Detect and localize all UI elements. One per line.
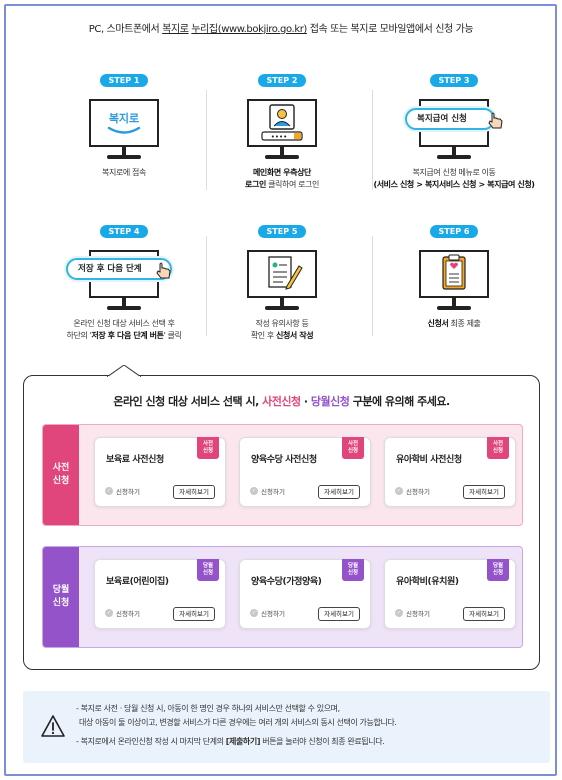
notice-title: 온라인 신청 대상 서비스 선택 시, 사전신청 · 당월신청 구분에 유의해 … <box>113 395 450 408</box>
step-1: STEP 1 복지로 복지로에 접속 <box>40 68 208 179</box>
apply-link[interactable]: ✓신청하기 <box>105 487 140 496</box>
step-6-caption-bold: 신청서 <box>427 319 449 328</box>
check-icon: ✓ <box>105 487 113 495</box>
warning-icon <box>41 715 65 737</box>
detail-button[interactable]: 자세히보기 <box>463 607 505 621</box>
step-4-label: STEP 4 <box>99 225 149 238</box>
check-icon: ✓ <box>250 487 258 495</box>
apply-link[interactable]: ✓신청하기 <box>395 609 430 618</box>
apply-link[interactable]: ✓신청하기 <box>250 609 285 618</box>
card-title: 유아학비(유치원) <box>396 577 459 587</box>
step-1-label: STEP 1 <box>99 74 149 87</box>
step-2-caption-bold: 로그인 <box>245 180 266 189</box>
warning-line-3: - 복지로에서 온라인신청 작성 시 마지막 단계의 [제출하기] 버튼을 눌러… <box>76 737 385 746</box>
detail-button[interactable]: 자세히보기 <box>173 607 215 621</box>
check-icon: ✓ <box>105 609 113 617</box>
hand-pointer-icon <box>156 262 171 279</box>
step-3-caption-line1: 복지급여 신청 메뉴로 이동 <box>412 168 496 177</box>
svg-text:••••: •••• <box>271 133 288 141</box>
apply-link[interactable]: ✓신청하기 <box>250 487 285 496</box>
step-4-caption-line1: 온라인 신청 대상 서비스 선택 후 <box>73 319 175 328</box>
check-icon: ✓ <box>250 609 258 617</box>
detail-button[interactable]: 자세히보기 <box>318 485 360 499</box>
monitor-screen <box>247 250 317 298</box>
step-5-caption-line1: 작성 유의사항 등 <box>255 319 309 328</box>
step-2-caption-line2: 클릭하여 로그인 <box>265 180 319 189</box>
monitor-screen: 복지로 <box>89 99 159 147</box>
card-title: 양육수당 사전신청 <box>251 455 317 465</box>
step-6-caption: 최종 제출 <box>448 319 481 328</box>
step-5-caption-bold: 신청서 작성 <box>275 331 314 340</box>
card-title: 보육료(어린이집) <box>106 577 169 587</box>
warning-line-2: 대상 아동이 둘 이상이고, 변경할 서비스가 다른 경우에는 여러 개의 서비… <box>79 718 397 727</box>
document-pen-icon <box>268 256 303 290</box>
apply-link[interactable]: ✓신청하기 <box>105 609 140 618</box>
card-title: 보육료 사전신청 <box>106 455 164 465</box>
login-user-icon: •••• <box>261 104 303 141</box>
welfare-apply-button[interactable]: 복지급여 신청 <box>405 108 495 130</box>
step-4-caption-bold: 저장 후 다음 단계 버튼 <box>91 331 164 340</box>
check-icon: ✓ <box>395 487 403 495</box>
step-6-label: STEP 6 <box>429 225 479 238</box>
detail-button[interactable]: 자세히보기 <box>318 607 360 621</box>
step-5-label: STEP 5 <box>257 225 307 238</box>
card-title: 유아학비 사전신청 <box>396 455 462 465</box>
apply-link[interactable]: ✓신청하기 <box>395 487 430 496</box>
intro-text: PC, 스마트폰에서 복지로 누리집(www.bokjiro.go.kr) 접속… <box>88 24 474 35</box>
detail-button[interactable]: 자세히보기 <box>463 485 505 499</box>
card-title: 양육수당(가정양육) <box>251 577 322 587</box>
warning-line-1: - 복지로 사전 · 당월 신청 시, 아동이 한 명인 경우 하나의 서비스만… <box>76 704 340 713</box>
intro-link-homepage[interactable]: 누리집(www.bokjiro.go.kr) <box>191 24 307 35</box>
svg-text:복지로: 복지로 <box>109 111 139 125</box>
hand-pointer-icon <box>488 112 503 129</box>
step-1-caption: 복지로에 접속 <box>102 168 146 177</box>
step-3-caption-line2: (서비스 신청 > 복지서비스 신청 > 복지급여 신청) <box>373 180 535 189</box>
intro-link-bokjiro[interactable]: 복지로 <box>162 24 189 35</box>
warning-panel: - 복지로 사전 · 당월 신청 시, 아동이 한 명인 경우 하나의 서비스만… <box>23 691 550 763</box>
bokjiro-logo-icon: 복지로 <box>107 111 141 134</box>
detail-button[interactable]: 자세히보기 <box>173 485 215 499</box>
clipboard-icon <box>442 254 466 290</box>
check-icon: ✓ <box>395 609 403 617</box>
step-6: STEP 6 신청서 최종 제출 <box>370 219 538 330</box>
page-frame <box>4 4 557 776</box>
step-3-label: STEP 3 <box>429 74 479 87</box>
save-next-button[interactable]: 저장 후 다음 단계 <box>66 258 172 280</box>
notice-panel: 온라인 신청 대상 서비스 선택 시, 사전신청 · 당월신청 구분에 유의해 … <box>23 365 540 670</box>
monitor-screen: •••• <box>247 99 317 147</box>
callout-pointer <box>107 365 141 377</box>
monitor-screen <box>419 250 489 298</box>
step-2-caption-line1: 메인화면 우측상단 <box>252 168 312 177</box>
step-2-label: STEP 2 <box>257 74 307 87</box>
